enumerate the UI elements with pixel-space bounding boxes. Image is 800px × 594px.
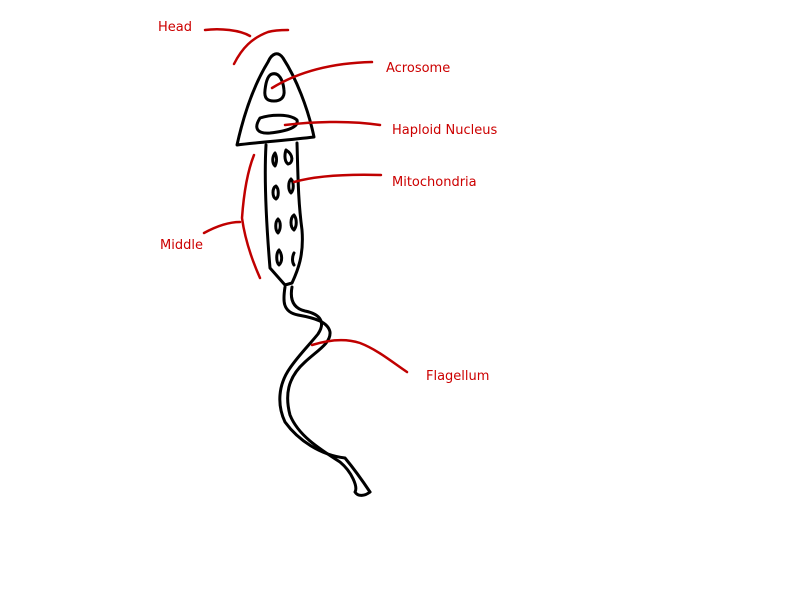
nucleus-outline (255, 113, 299, 135)
middle-leader (202, 153, 262, 280)
label-flagellum: Flagellum (426, 369, 490, 384)
mitochondrion-mark (289, 213, 298, 232)
mitochondria-leader (292, 173, 383, 184)
flagellum-outline (278, 285, 372, 494)
flagellum-leader (310, 338, 409, 374)
label-acrosome: Acrosome (386, 61, 451, 76)
mitochondrion-mark (283, 148, 294, 166)
nucleus-leader (283, 120, 382, 127)
mitochondrion-mark (271, 184, 280, 201)
mitochondrion-mark (271, 151, 278, 168)
label-middle: Middle (160, 238, 203, 253)
mitochondrion-mark (275, 248, 284, 267)
label-mitochondria: Mitochondria (392, 175, 477, 190)
head-outline (235, 52, 316, 147)
label-haploid-nucleus: Haploid Nucleus (392, 123, 498, 138)
mitochondrion-mark (287, 177, 295, 195)
flagellum-outline (282, 285, 372, 497)
midpiece-outline (263, 141, 304, 287)
head-leader (203, 28, 290, 66)
label-head: Head (158, 20, 192, 35)
mitochondrion-mark (291, 251, 296, 267)
mitochondrion-mark (274, 217, 282, 235)
acrosome-leader (270, 60, 374, 90)
